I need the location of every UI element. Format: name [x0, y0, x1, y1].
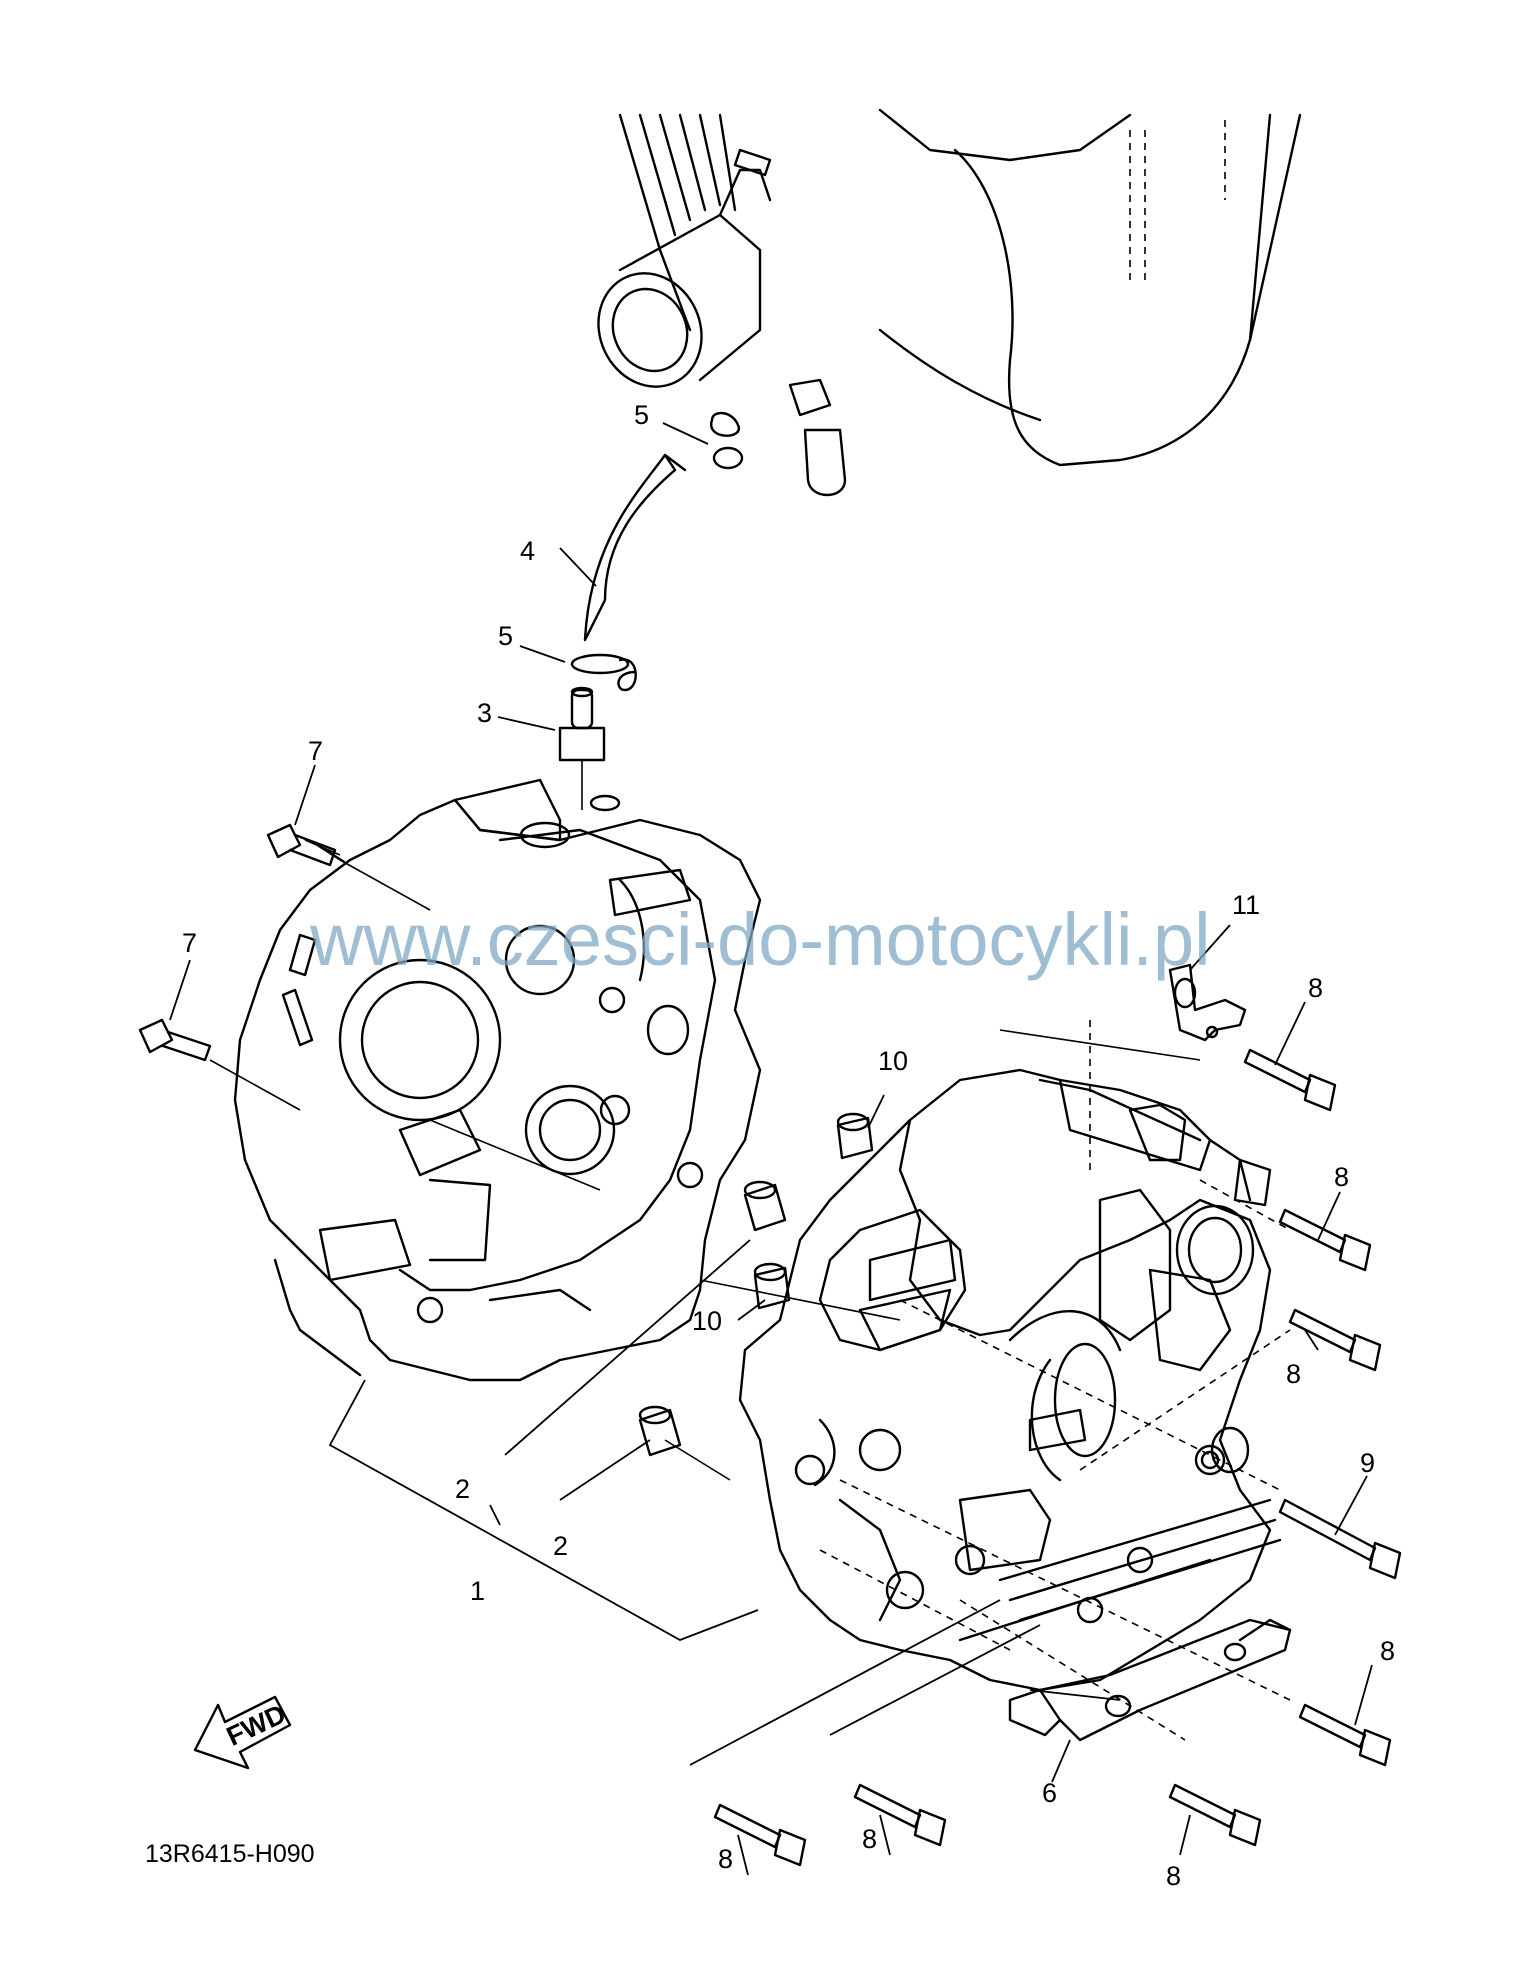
callout-1: 1 [470, 1576, 485, 1606]
callout-10-lower: 10 [692, 1306, 722, 1336]
callout-labels: 5 4 5 3 7 7 11 8 10 8 10 8 9 2 2 1 8 6 8… [182, 400, 1395, 1891]
callout-8-g: 8 [1166, 1861, 1181, 1891]
hose-clamp-lower [570, 653, 637, 692]
callout-8-f: 8 [862, 1824, 877, 1854]
callout-8-a: 8 [1308, 973, 1323, 1003]
callout-7-lower: 7 [182, 928, 197, 958]
callout-5-lower: 5 [498, 621, 513, 651]
callout-9: 9 [1360, 1448, 1375, 1478]
callout-2-left: 2 [455, 1474, 470, 1504]
callout-4: 4 [520, 536, 535, 566]
breather-hose [583, 453, 677, 642]
callout-3: 3 [477, 698, 492, 728]
fwd-arrow-icon: FWD [193, 1695, 292, 1770]
callout-7-upper: 7 [308, 736, 323, 766]
drawing-code: 13R6415-H090 [145, 1840, 315, 1868]
callout-11: 11 [1232, 890, 1260, 920]
breather-pipe [558, 686, 606, 810]
crankcase-left [233, 778, 762, 1382]
cylinder-block-outline [618, 108, 1302, 467]
hose-clamp-upper [710, 411, 744, 470]
crankcase-right [738, 1068, 1282, 1692]
callout-10-upper: 10 [878, 1046, 908, 1076]
bolts [138, 823, 1402, 1867]
callout-2-right: 2 [553, 1531, 568, 1561]
callout-6: 6 [1042, 1778, 1057, 1808]
alignment-lines [209, 859, 1291, 1741]
callout-8-e: 8 [718, 1844, 733, 1874]
leader-lines [169, 422, 1373, 1876]
callout-8-b: 8 [1334, 1162, 1349, 1192]
callout-5-upper: 5 [634, 400, 649, 430]
callout-8-c: 8 [1286, 1359, 1301, 1389]
bracket [1168, 963, 1247, 1042]
cable-guide [1008, 1618, 1292, 1742]
dowel-pins [638, 1112, 874, 1457]
intake-manifold [597, 148, 847, 497]
watermark: www.czesci-do-motocykli.pl [309, 898, 1211, 981]
callout-8-d: 8 [1380, 1636, 1395, 1666]
